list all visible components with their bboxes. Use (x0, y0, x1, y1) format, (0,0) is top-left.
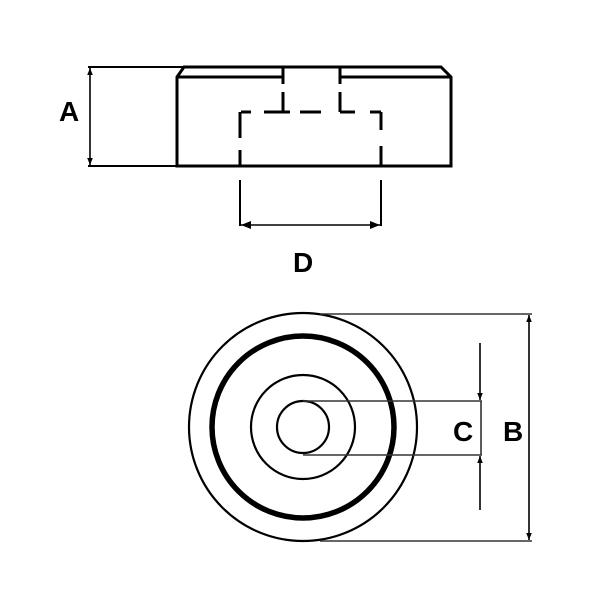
center-hole-circle (275, 399, 331, 455)
hidden-bore-dashed (238, 92, 383, 166)
dimension-d: D (239, 180, 382, 278)
label-d: D (293, 247, 313, 278)
outer-diameter-circle (187, 311, 419, 543)
slot-lines (281, 67, 342, 84)
top-view: B C (187, 311, 532, 543)
label-b: B (503, 416, 523, 447)
dimension-a: A (59, 66, 184, 167)
counterbore-circle (249, 373, 357, 481)
dimension-b: B (320, 313, 532, 542)
label-a: A (59, 96, 79, 127)
thick-ring (209, 333, 397, 521)
dimension-c: C (303, 343, 483, 510)
label-c: C (453, 416, 473, 447)
side-view: A D (59, 65, 453, 278)
body-outline (175, 65, 453, 168)
